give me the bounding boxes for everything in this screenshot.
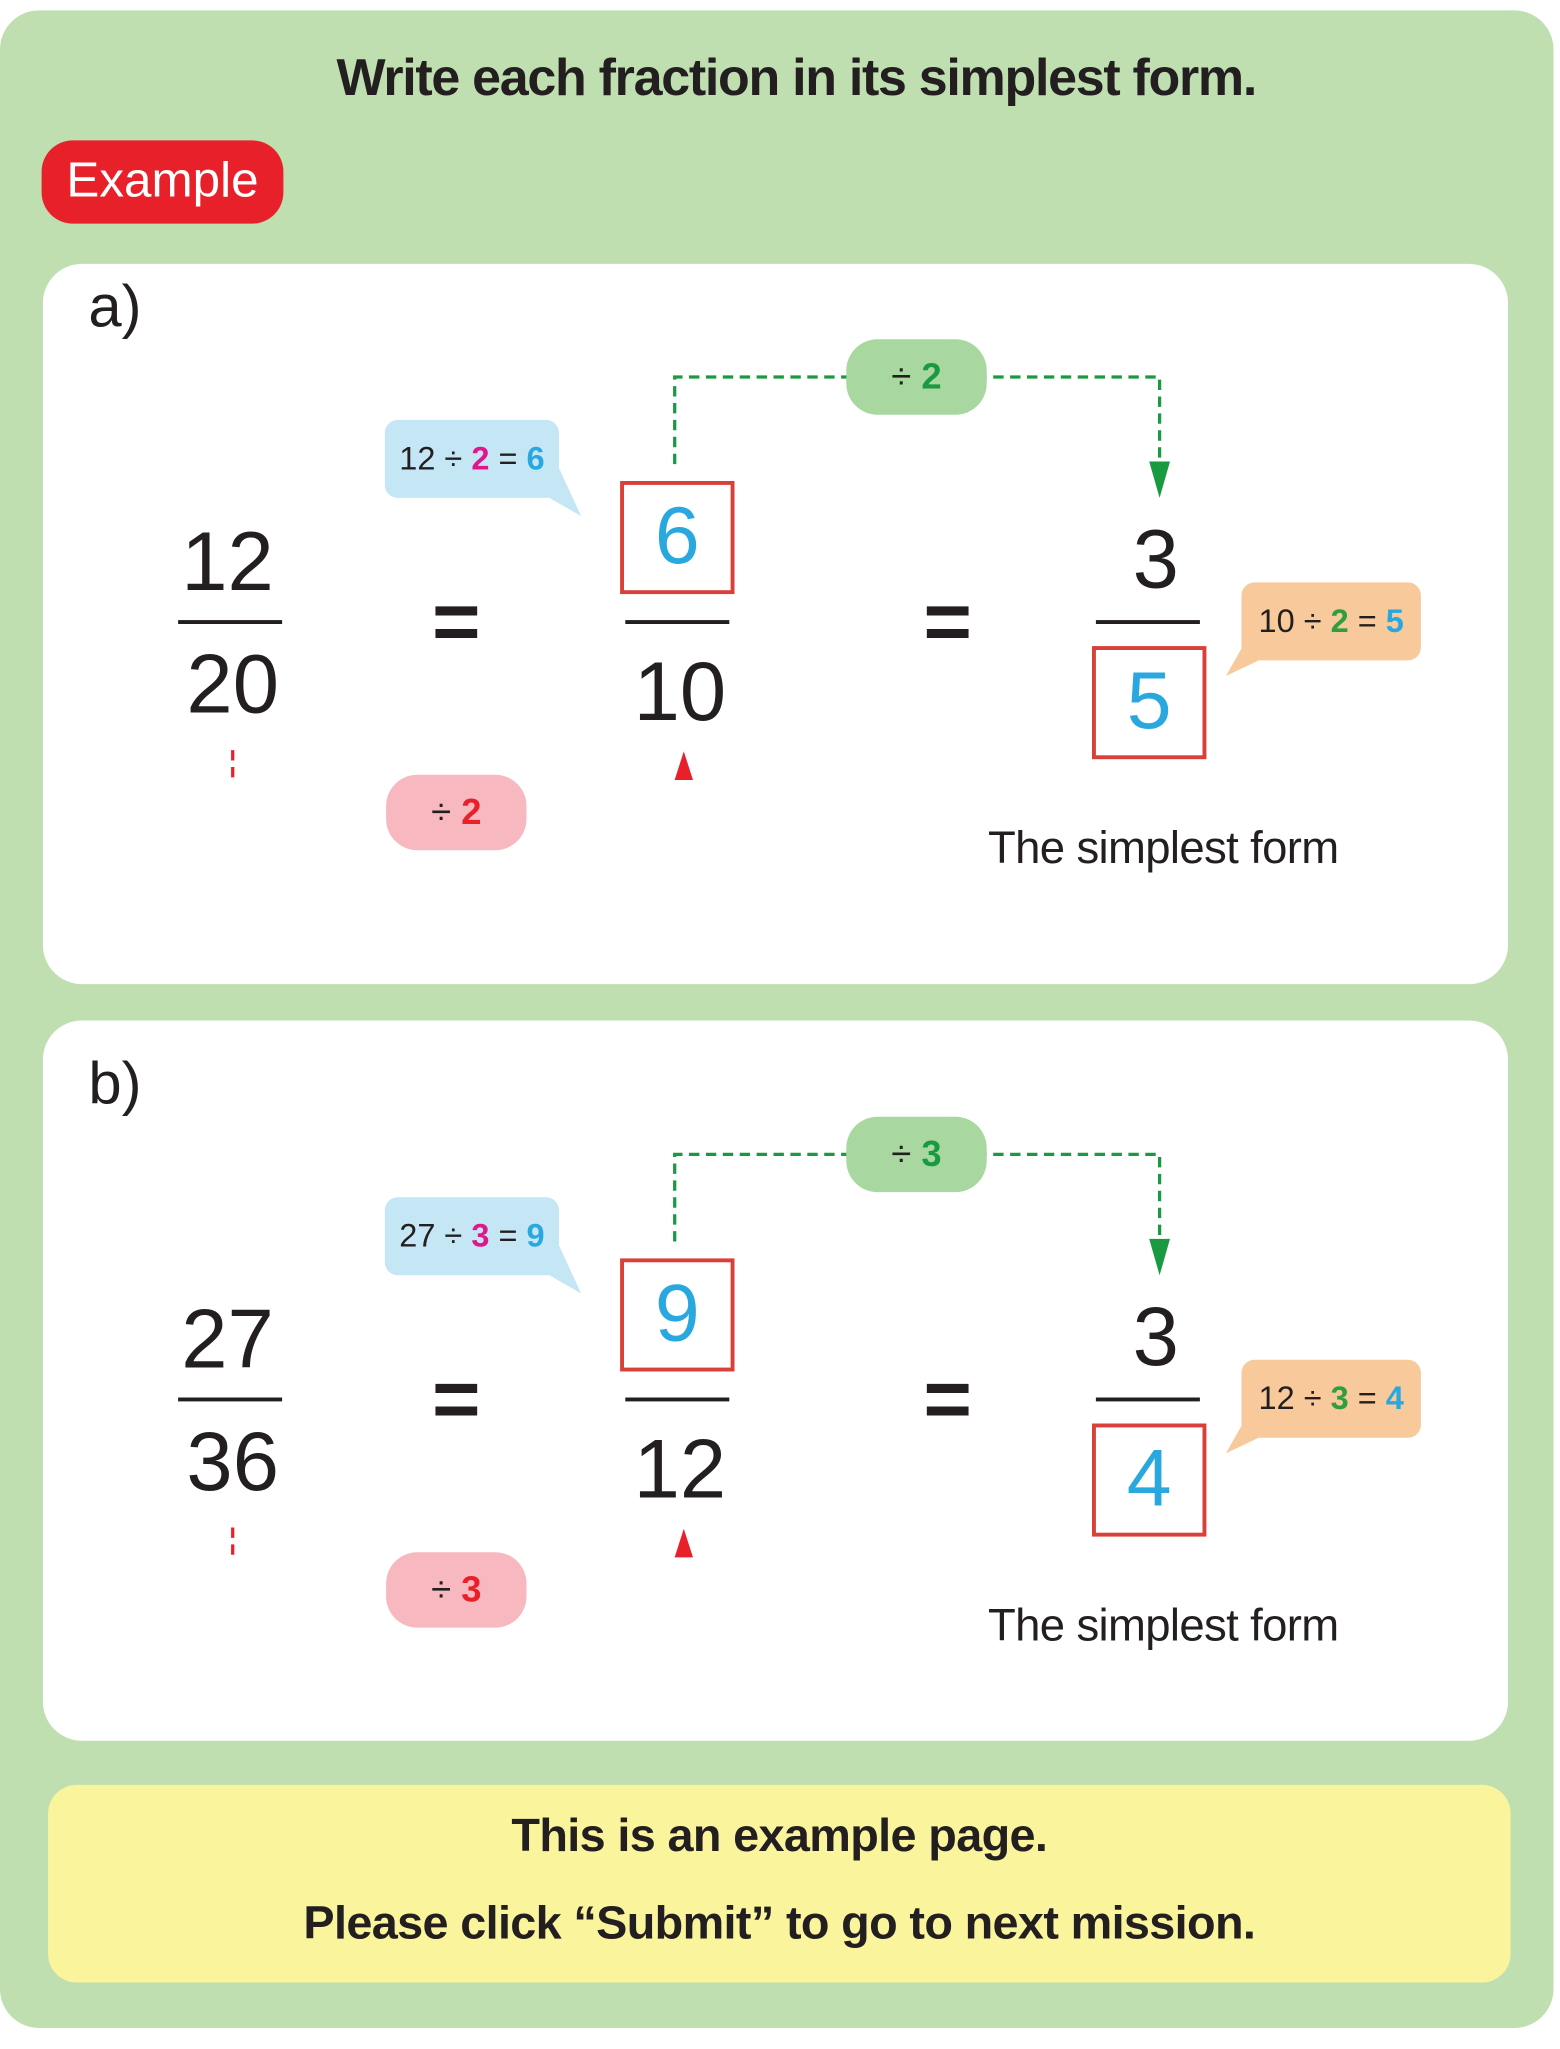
example-b: b) 27 36 = 9 12 = 3 4 27 ÷ 3 = 9 12 ÷ 3 … [0,777,1560,1651]
fraction-bar [178,1397,283,1402]
equals-sign: = [432,574,481,669]
red-arrowhead-icon [674,751,693,780]
fraction-bar [178,620,283,624]
equals-sign: = [923,574,972,669]
final-denominator-answer-box[interactable]: 4 [1092,1423,1207,1537]
info-note: This is an example page. Please click “S… [48,1784,1511,1983]
orange-hint-bubble: 10 ÷ 2 = 5 [1241,582,1421,661]
simplest-form-caption: The simplest form [987,1600,1339,1651]
pink-divide-pill: ÷ 2 [386,774,527,851]
fraction-bar [1095,620,1200,624]
final-denominator-answer-box[interactable]: 5 [1092,646,1207,760]
fraction-bar [625,1397,730,1402]
orange-hint-bubble: 12 ÷ 3 = 4 [1241,1359,1421,1438]
mid-denominator: 12 [633,1422,727,1516]
equals-sign: = [923,1352,972,1446]
green-divide-pill: ÷ 3 [846,1116,987,1193]
example-label: b) [88,1049,142,1117]
denominator: 36 [186,1414,279,1508]
numerator: 27 [181,1292,274,1386]
green-arrowhead-icon [1149,461,1170,498]
green-divide-pill: ÷ 2 [846,339,987,415]
final-numerator: 3 [1132,1289,1179,1384]
fraction-bar [1095,1397,1200,1402]
mid-numerator-answer-box[interactable]: 6 [620,480,735,595]
blue-hint-bubble: 12 ÷ 2 = 6 [384,419,559,498]
example-badge: Example [41,140,284,224]
note-line-1: This is an example page. [511,1808,1048,1862]
example-a: a) 12 20 = 6 10 = 3 5 12 ÷ 2 = 6 10 ÷ 2 … [0,0,1560,874]
pink-divide-pill: ÷ 3 [386,1552,527,1628]
numerator: 12 [181,514,274,609]
note-line-2: Please click “Submit” to go to next miss… [303,1895,1256,1949]
red-arrowhead-icon [674,1528,693,1558]
mid-numerator-answer-box[interactable]: 9 [620,1258,735,1372]
fraction-bar [625,620,730,624]
mid-denominator: 10 [633,644,727,739]
example-label: a) [88,271,142,340]
instruction-title: Write each fraction in its simplest form… [336,49,1257,107]
denominator: 20 [186,637,279,731]
simplest-form-caption: The simplest form [987,822,1339,874]
blue-hint-bubble: 27 ÷ 3 = 9 [384,1197,559,1276]
green-arrowhead-icon [1149,1238,1170,1276]
final-numerator: 3 [1132,512,1179,606]
equals-sign: = [432,1352,481,1446]
